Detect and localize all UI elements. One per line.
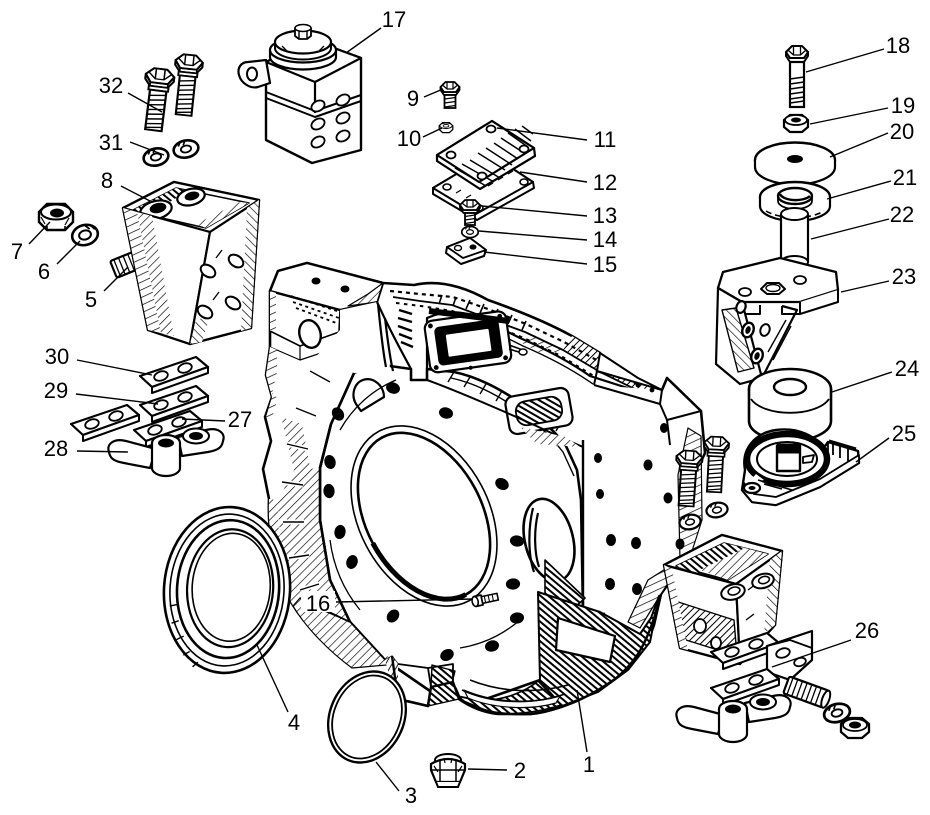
svg-text:4: 4	[288, 710, 300, 735]
svg-text:23: 23	[892, 264, 916, 289]
svg-text:28: 28	[44, 436, 68, 461]
svg-text:6: 6	[38, 259, 50, 284]
svg-text:29: 29	[44, 378, 68, 403]
svg-text:18: 18	[886, 33, 910, 58]
svg-text:11: 11	[594, 127, 617, 152]
svg-text:2: 2	[514, 758, 526, 783]
svg-text:17: 17	[382, 7, 406, 32]
svg-text:15: 15	[593, 252, 617, 277]
svg-text:14: 14	[593, 227, 617, 252]
svg-text:31: 31	[99, 130, 123, 155]
svg-text:21: 21	[893, 165, 917, 190]
svg-text:10: 10	[397, 126, 421, 151]
svg-text:5: 5	[85, 287, 97, 312]
svg-text:24: 24	[895, 356, 919, 381]
svg-text:1: 1	[583, 752, 595, 777]
svg-text:9: 9	[407, 86, 419, 111]
svg-text:32: 32	[99, 73, 123, 98]
svg-text:3: 3	[405, 783, 417, 808]
svg-text:26: 26	[855, 618, 879, 643]
svg-text:30: 30	[45, 344, 69, 369]
svg-text:20: 20	[890, 119, 914, 144]
svg-text:19: 19	[891, 93, 915, 118]
svg-text:8: 8	[101, 168, 113, 193]
svg-text:22: 22	[890, 202, 914, 227]
svg-text:12: 12	[593, 170, 617, 195]
svg-text:27: 27	[228, 407, 252, 432]
svg-text:25: 25	[892, 421, 916, 446]
svg-text:7: 7	[11, 239, 23, 264]
svg-text:16: 16	[306, 591, 330, 616]
svg-text:13: 13	[593, 203, 617, 228]
